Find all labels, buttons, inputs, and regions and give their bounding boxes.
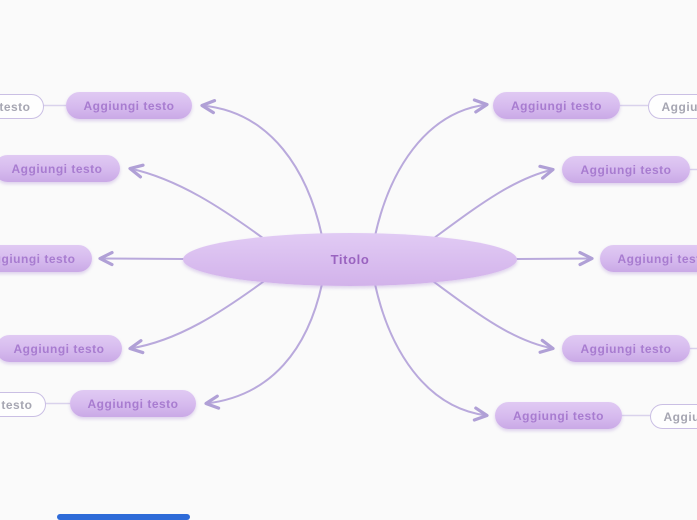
branch-node-left-4[interactable]: Aggiungi testo — [0, 335, 122, 362]
horizontal-scrollbar-thumb[interactable] — [57, 514, 190, 520]
branch-node-left-2[interactable]: Aggiungi testo — [0, 155, 120, 182]
branch-node-left-3[interactable]: Aggiungi testo — [0, 245, 92, 272]
branch-node-right-2[interactable]: Aggiungi testo — [562, 156, 690, 183]
ghost-node-left-bottom[interactable]: Aggiungi testo — [0, 392, 46, 417]
branch-node-right-4[interactable]: Aggiungi testo — [562, 335, 690, 362]
branch-node-right-1[interactable]: Aggiungi testo — [493, 92, 620, 119]
ghost-node-right-top[interactable]: Aggiungi testo — [648, 94, 697, 119]
ghost-node-left-top[interactable]: Aggiungi testo — [0, 94, 44, 119]
branch-node-right-5[interactable]: Aggiungi testo — [495, 402, 622, 429]
ghost-node-right-bottom[interactable]: Aggiungi testo — [650, 404, 697, 429]
central-topic-node[interactable]: Titolo — [183, 233, 517, 286]
branch-node-left-1[interactable]: Aggiungi testo — [66, 92, 192, 119]
branch-node-left-5[interactable]: Aggiungi testo — [70, 390, 196, 417]
branch-node-right-3[interactable]: Aggiungi testo — [600, 245, 697, 272]
